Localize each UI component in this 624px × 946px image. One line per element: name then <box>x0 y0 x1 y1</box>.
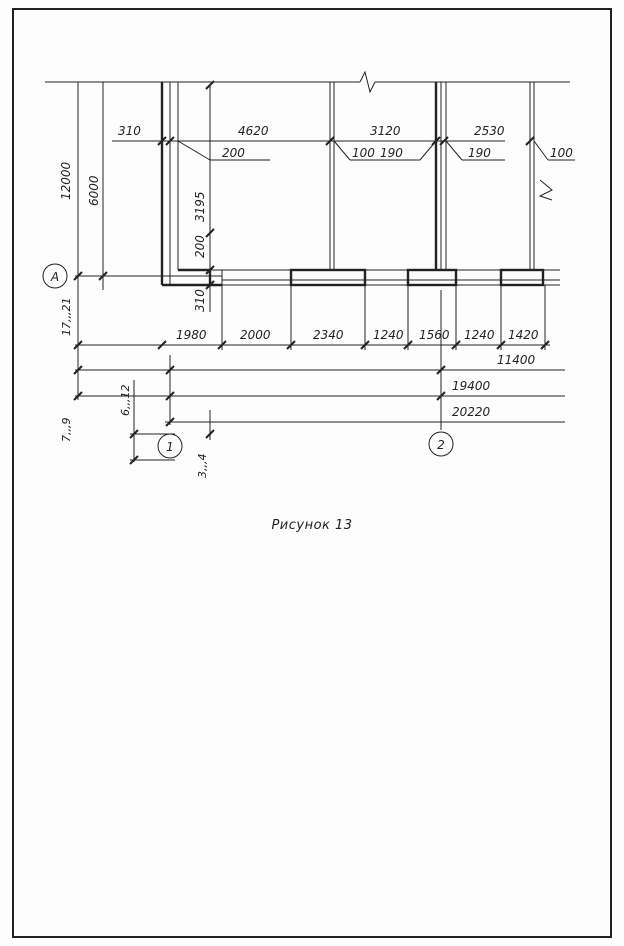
dim-sub-100: 100 <box>352 146 375 160</box>
dim-v-200: 200 <box>193 235 207 258</box>
dim-v-310: 310 <box>193 289 207 312</box>
window-piers <box>289 268 545 287</box>
dim-total-19400: 19400 <box>452 379 491 393</box>
left-vertical-dims <box>73 80 222 465</box>
wall-outline <box>160 82 560 287</box>
dim-total-20220: 20220 <box>452 405 491 419</box>
dim-v-6000: 6000 <box>87 175 101 206</box>
dim-b-1560: 1560 <box>419 328 450 342</box>
side-label-3-4: 3,,,4 <box>196 454 209 479</box>
dim-b-1980: 1980 <box>176 328 207 342</box>
figure-caption: Рисунок 13 <box>271 518 353 533</box>
bottom-dimension-chain <box>157 285 565 440</box>
dim-b-2340: 2340 <box>313 328 344 342</box>
dim-b-2000: 2000 <box>240 328 271 342</box>
axis-marker-2 <box>428 431 454 457</box>
side-label-6-12: 6,,,12 <box>119 385 132 417</box>
dim-top-2530: 2530 <box>474 124 505 138</box>
axis-markers: A 1 2 <box>42 263 454 459</box>
dim-b-1240a: 1240 <box>373 328 404 342</box>
sheet-frame <box>12 8 612 938</box>
side-label-7-9: 7,,,9 <box>60 418 73 443</box>
dim-top-310: 310 <box>118 124 141 138</box>
dim-v-3195: 3195 <box>193 191 207 222</box>
dim-top-3120: 3120 <box>370 124 401 138</box>
axis-label-2: 2 <box>437 438 445 452</box>
partitions <box>329 82 553 270</box>
axis-label-1: 1 <box>166 440 174 454</box>
dim-v-12000: 12000 <box>59 161 73 200</box>
dim-sub-190a: 190 <box>380 146 403 160</box>
dim-sub-200: 200 <box>222 146 245 160</box>
dim-top-4620: 4620 <box>238 124 269 138</box>
axis-marker-1 <box>157 433 183 459</box>
dim-sub-100b: 100 <box>550 146 573 160</box>
axis-label-a: A <box>50 270 59 284</box>
dim-b-1240b: 1240 <box>464 328 495 342</box>
axis-marker-a <box>42 263 68 289</box>
dim-b-1420: 1420 <box>508 328 539 342</box>
side-label-17-21: 17,,,21 <box>60 298 73 336</box>
dim-total-11400: 11400 <box>497 353 536 367</box>
top-dimension-chain <box>112 136 575 161</box>
top-break-line <box>45 70 570 94</box>
dim-sub-190b: 190 <box>468 146 491 160</box>
